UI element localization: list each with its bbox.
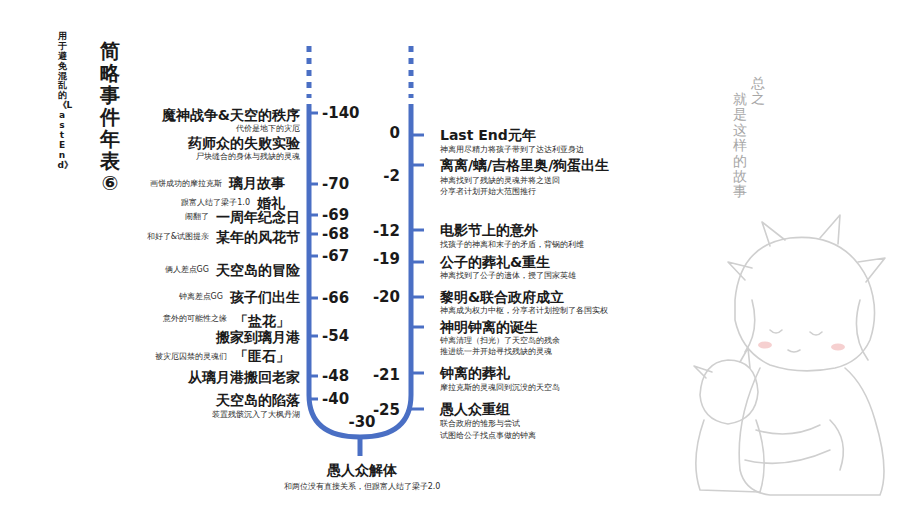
event-heading: 璃月故事 (229, 175, 285, 192)
closing-remark: 总之 (751, 76, 765, 107)
blush-mark (831, 344, 845, 351)
year-number: -21 (373, 366, 400, 384)
event-note: 代价是地下的灾厄 (236, 124, 300, 134)
event-note: 画饼成功的摩拉克斯 (150, 179, 222, 189)
year-number: -20 (373, 288, 400, 306)
event-note: 推进统一并开始寻找残缺的灵魂 (440, 347, 552, 357)
event-heading: 愚人众解体 (327, 462, 397, 479)
year-number: -67 (322, 247, 349, 265)
event-note: 分享者计划开始大范围推行 (440, 187, 536, 197)
year-number: -12 (373, 222, 400, 240)
event-note: 和两位没有直接关系，但跟富人结了梁子2.0 (284, 482, 441, 492)
event-heading: 神明钟离的诞生 (440, 319, 538, 336)
year-ticks (309, 113, 424, 409)
timeline-dashes (409, 46, 414, 98)
event-heading: 黎明&联合政府成立 (440, 289, 564, 306)
event-note: 装置残骸沉入了大枫丹湖 (212, 410, 300, 420)
event-note: 钟离差点GG (179, 292, 223, 302)
year-number: -48 (322, 367, 349, 385)
subtitle-vertical: 用于避免混乱的《Last End》 (58, 32, 67, 170)
event-heading: 离离/螭/吉格里奥/狗蛋出生 (440, 157, 609, 174)
event-note: 意外的可能性之缘 (163, 314, 227, 324)
event-note: 尸块缝合的身体与残缺的灵魂 (196, 152, 300, 162)
page-title: 简略事件年表⑥ (100, 40, 120, 194)
event-heading: 搬家到璃月港 (216, 329, 300, 346)
event-note: 和好了&试图提亲 (147, 232, 209, 242)
event-heading: 公子的葬礼&重生 (440, 254, 550, 271)
event-note: 神离成为权力中枢，分享者计划控制了各国实权 (440, 306, 608, 316)
event-heading: 某年的风花节 (216, 229, 300, 246)
event-heading: Last End元年 (440, 127, 536, 144)
event-note: 神离找到了公子的遗体，授了国家英雄 (440, 271, 576, 281)
event-heading: 电影节上的意外 (440, 222, 538, 239)
event-note: 跟富人结了梁子1.0 (181, 198, 250, 208)
event-heading: 一周年纪念日 (216, 209, 300, 226)
year-number: -70 (322, 175, 349, 193)
year-number: -68 (322, 225, 349, 243)
blush-mark (758, 342, 772, 349)
year-number: -54 (322, 327, 349, 345)
chibi-illustration (694, 215, 885, 495)
event-heading: 「盐花」 (234, 313, 290, 330)
event-heading: 药师众的失败实验 (188, 135, 300, 152)
event-heading: 孩子们出生 (230, 289, 300, 306)
event-note: 被灾厄囚禁的灵魂们 (155, 352, 227, 362)
year-number: -2 (383, 167, 400, 185)
year-number: -40 (322, 390, 349, 408)
event-heading: 魔神战争&天空的秩序 (162, 107, 300, 124)
timeline-dashes (307, 46, 312, 98)
event-note: 神离用尽精力将孩子带到了达达利亚身边 (440, 145, 584, 155)
event-heading: 「匪石」 (234, 348, 290, 365)
event-note: 试图给公子找点事做的钟离 (440, 431, 536, 441)
year-number: -140 (322, 104, 360, 122)
year-number: -19 (373, 250, 400, 268)
event-note: 神离找到了残缺的灵魂并将之送回 (440, 176, 560, 186)
event-note: 闹翻了 (185, 212, 209, 222)
event-heading: 天空岛的冒险 (216, 262, 300, 279)
event-note: 俩人差点GG (165, 265, 209, 275)
event-note: 摩拉克斯的灵魂回到沉没的天空岛 (440, 383, 560, 393)
event-note: 找孩子的神离和末子的矛盾，背锅的利维 (440, 240, 584, 250)
year-number: -66 (322, 289, 349, 307)
event-note: 钟离清理（扫光）了天空岛的残余 (440, 336, 560, 346)
timeline-cup (309, 104, 411, 437)
year-number: -69 (322, 206, 349, 224)
timeline-line (309, 46, 411, 456)
event-heading: 钟离的葬礼 (440, 365, 510, 382)
year-number: -30 (348, 413, 375, 431)
year-number: 0 (390, 124, 400, 142)
year-number: -25 (373, 401, 400, 419)
timeline-stem (358, 437, 363, 456)
event-heading: 从璃月港搬回老家 (188, 369, 300, 386)
event-note: 联合政府的雏形与尝试 (440, 419, 520, 429)
closing-remark: 就是这样的故事 (733, 92, 747, 200)
event-heading: 愚人众重组 (440, 401, 510, 418)
event-heading: 天空岛的陷落 (216, 392, 300, 409)
